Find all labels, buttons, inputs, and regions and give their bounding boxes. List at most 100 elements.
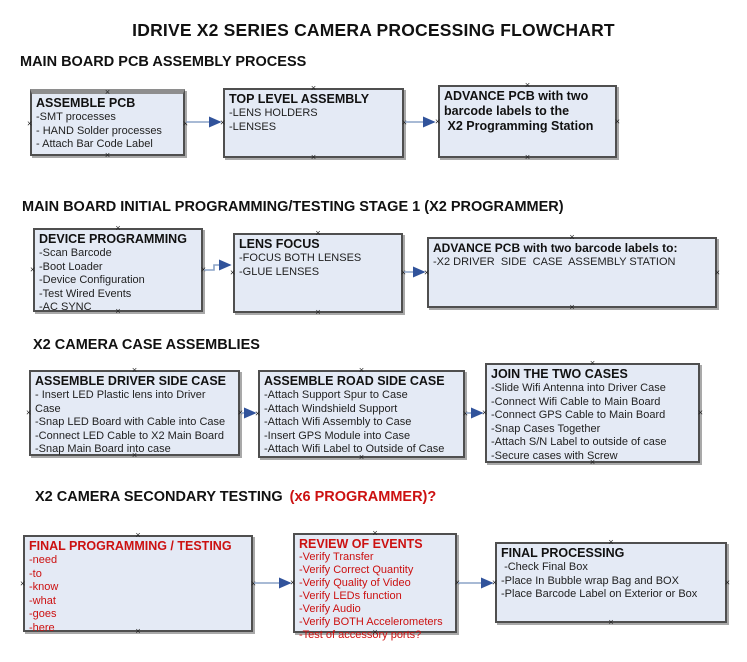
connection-point-marker: [27, 120, 32, 129]
connection-point-marker: [115, 224, 120, 233]
connection-point-marker: [251, 579, 256, 588]
box-item: -X2 DRIVER SIDE CASE ASSEMBLY STATION: [433, 256, 676, 268]
box-item: -LENSES: [229, 120, 277, 133]
box-item: -need: [29, 554, 58, 566]
box-item: -Scan Barcode: [39, 247, 112, 259]
box-item: -Verify Quality of Video: [299, 577, 411, 589]
box-item: -know: [29, 581, 59, 593]
section-heading-pcb-assembly: MAIN BOARD PCB ASSEMBLY PROCESS: [20, 54, 306, 70]
connection-point-marker: [115, 307, 120, 316]
flow-box-review-of-events: REVIEW OF EVENTS -Verify Transfer-Verify…: [290, 533, 460, 641]
connection-point-marker: [359, 366, 364, 375]
flow-box-advance-pcb-driver-side-station: ADVANCE PCB with two barcode labels to: …: [427, 237, 717, 308]
box-item: -Attach Windshield Support: [264, 402, 398, 415]
box-item: -Secure cases with Screw: [491, 449, 618, 462]
box-header: ASSEMBLE PCB: [36, 96, 136, 110]
box-item: -Verify Audio: [299, 603, 361, 615]
box-item: -Place In Bubble wrap Bag and BOX: [501, 574, 679, 587]
box-items: -LENS HOLDERS-LENSES: [229, 107, 398, 134]
box-item: -Attach Wifi Assembly to Case: [264, 416, 412, 428]
section-heading-text: MAIN BOARD INITIAL PROGRAMMING/TESTING S…: [22, 199, 564, 215]
box-item: -Insert GPS Module into Case: [264, 429, 411, 442]
connection-point-marker: [698, 409, 703, 418]
connection-point-marker: [105, 88, 110, 97]
connection-point-marker: [135, 531, 140, 540]
box-header: JOIN THE TWO CASES: [491, 367, 628, 381]
box-item: -Place Barcode Label on Exterior or Box: [501, 588, 698, 600]
connection-point-marker: [359, 453, 364, 462]
box-item: -Verify Transfer: [299, 551, 374, 563]
box-header: DEVICE PROGRAMMING: [39, 232, 187, 246]
connection-point-marker: [715, 268, 720, 277]
connection-point-marker: [290, 579, 295, 588]
box-item: -Attach Wifi Label to Outside of Case: [264, 443, 445, 455]
connection-point-marker: [135, 627, 140, 636]
flow-box-advance-pcb-programming-station: ADVANCE PCB with two barcode labels to t…: [438, 85, 617, 158]
connection-point-marker: [608, 538, 613, 547]
connection-point-marker: [590, 458, 595, 467]
box-item: -Connect Wifi Cable to Main Board: [491, 395, 661, 408]
box-items: -X2 DRIVER SIDE CASE ASSEMBLY STATION: [433, 256, 711, 270]
box-items: - Insert LED Plastic lens into Driver Ca…: [35, 389, 234, 457]
box-header: LENS FOCUS: [239, 237, 320, 251]
connection-point-marker: [255, 410, 260, 419]
flow-box-assemble-driver-side-case: ASSEMBLE DRIVER SIDE CASE - Insert LED P…: [29, 370, 240, 456]
section-heading-text: X2 CAMERA CASE ASSEMBLIES: [33, 337, 260, 353]
page-title: IDRIVE X2 SERIES CAMERA PROCESSING FLOWC…: [132, 20, 615, 40]
connection-point-marker: [26, 409, 31, 418]
box-item: -AC SYNC: [39, 301, 92, 313]
section-heading-red-text: (x6 PROGRAMMER)?: [289, 489, 437, 505]
flow-box-assemble-pcb: ASSEMBLE PCB -SMT processes- HAND Solder…: [30, 89, 185, 156]
box-header: FINAL PROGRAMMING / TESTING: [29, 539, 232, 553]
flow-box-final-processing: FINAL PROCESSING -Check Final Box-Place …: [495, 542, 727, 623]
connection-point-marker: [132, 366, 137, 375]
box-item: -Snap Cases Together: [491, 422, 601, 435]
connection-point-marker: [105, 151, 110, 160]
box-item: -Device Configuration: [39, 274, 145, 286]
box-item: -Verify LEDs function: [299, 590, 402, 602]
box-item: -Attach Support Spur to Case: [264, 389, 408, 401]
connection-point-marker: [525, 81, 530, 90]
box-header: REVIEW OF EVENTS: [299, 537, 423, 551]
connection-point-marker: [220, 119, 225, 128]
box-items: -need-to-know-what-goes-here: [29, 554, 247, 635]
box-item: -Attach S/N Label to outside of case: [491, 436, 667, 448]
connection-point-marker: [201, 266, 206, 275]
connection-point-marker: [315, 308, 320, 317]
flow-box-join-the-two-cases: JOIN THE TWO CASES -Slide Wifi Antenna i…: [485, 363, 700, 463]
box-items: -FOCUS BOTH LENSES-GLUE LENSES: [239, 252, 397, 279]
section-heading-text: X2 CAMERA SECONDARY TESTING: [35, 489, 283, 505]
box-header: ADVANCE PCB with two barcode labels to:: [433, 241, 678, 255]
box-item: -Verify BOTH Accelerometers: [299, 616, 443, 628]
connection-point-marker: [230, 269, 235, 278]
box-items: -Attach Support Spur to Case-Attach Wind…: [264, 389, 459, 457]
box-items: -Verify Transfer-Verify Correct Quantity…: [299, 551, 451, 642]
box-item: -LENS HOLDERS: [229, 107, 318, 119]
connection-point-marker: [482, 409, 487, 418]
flow-box-top-level-assembly: TOP LEVEL ASSEMBLY -LENS HOLDERS-LENSES: [223, 88, 404, 158]
box-item: -Connect GPS Cable to Main Board: [491, 409, 666, 421]
connection-point-marker: [608, 618, 613, 627]
box-item: -to: [29, 567, 42, 580]
connection-point-marker: [569, 303, 574, 312]
box-header: ADVANCE PCB with two barcode labels to t…: [444, 89, 594, 133]
connection-point-marker: [401, 269, 406, 278]
box-item: -Test of accessory ports?: [299, 629, 422, 641]
connection-point-marker: [30, 266, 35, 275]
box-item: -Verify Correct Quantity: [299, 564, 414, 576]
connection-point-marker: [424, 268, 429, 277]
connection-point-marker: [569, 233, 574, 242]
box-items: -Scan Barcode-Boot Loader-Device Configu…: [39, 247, 197, 315]
box-item: -Connect LED Cable to X2 Main Board: [35, 429, 224, 442]
connection-point-marker: [455, 579, 460, 588]
connection-point-marker: [435, 117, 440, 126]
connection-point-marker: [615, 117, 620, 126]
section-heading-text: MAIN BOARD PCB ASSEMBLY PROCESS: [20, 54, 307, 70]
section-heading-secondary-testing: X2 CAMERA SECONDARY TESTING (x6 PROGRAMME…: [35, 489, 436, 505]
connection-point-marker: [183, 120, 188, 129]
connection-point-marker: [20, 579, 25, 588]
connection-point-marker: [238, 409, 243, 418]
connection-point-marker: [311, 84, 316, 93]
box-header: TOP LEVEL ASSEMBLY: [229, 92, 370, 106]
